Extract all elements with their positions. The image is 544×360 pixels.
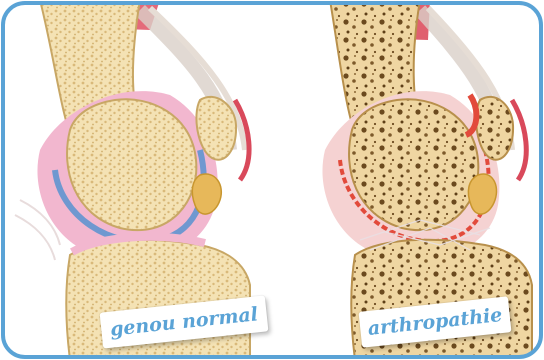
- knee-comparison-illustration: genou normal arthropathie: [0, 0, 544, 360]
